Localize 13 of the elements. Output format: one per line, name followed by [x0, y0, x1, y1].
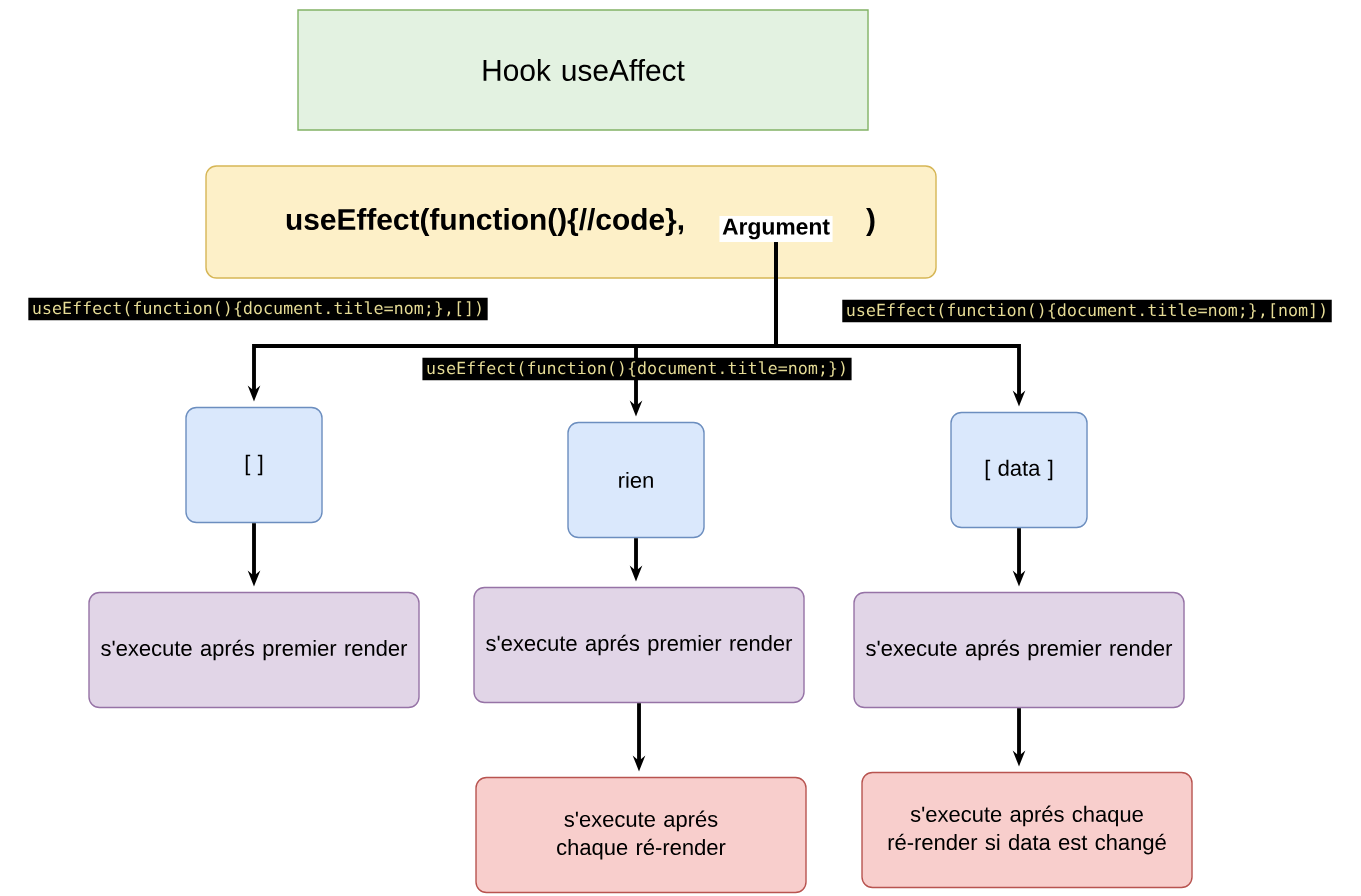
- code-label: useEffect(function(){document.title=nom;}): [422, 357, 852, 381]
- result-box: s'execute aprés premier render: [88, 591, 420, 709]
- result-box: s'execute aprés premier render: [473, 586, 805, 704]
- argument-label: Argument: [719, 216, 833, 242]
- option-box: [ ]: [185, 406, 323, 524]
- result-box: s'execute aprés chaque ré-render: [475, 776, 807, 894]
- code-label: useEffect(function(){document.title=nom;},[]): [28, 297, 488, 321]
- option-box: [ data ]: [950, 411, 1088, 529]
- code-label: useEffect(function(){document.title=nom;},[nom]): [842, 299, 1332, 323]
- option-box: rien: [567, 421, 705, 539]
- result-box: s'execute aprés premier render: [853, 591, 1185, 709]
- result-box: s'execute aprés chaque ré-render si data est changé: [861, 771, 1193, 889]
- title-box: Hook useAffect: [297, 9, 869, 131]
